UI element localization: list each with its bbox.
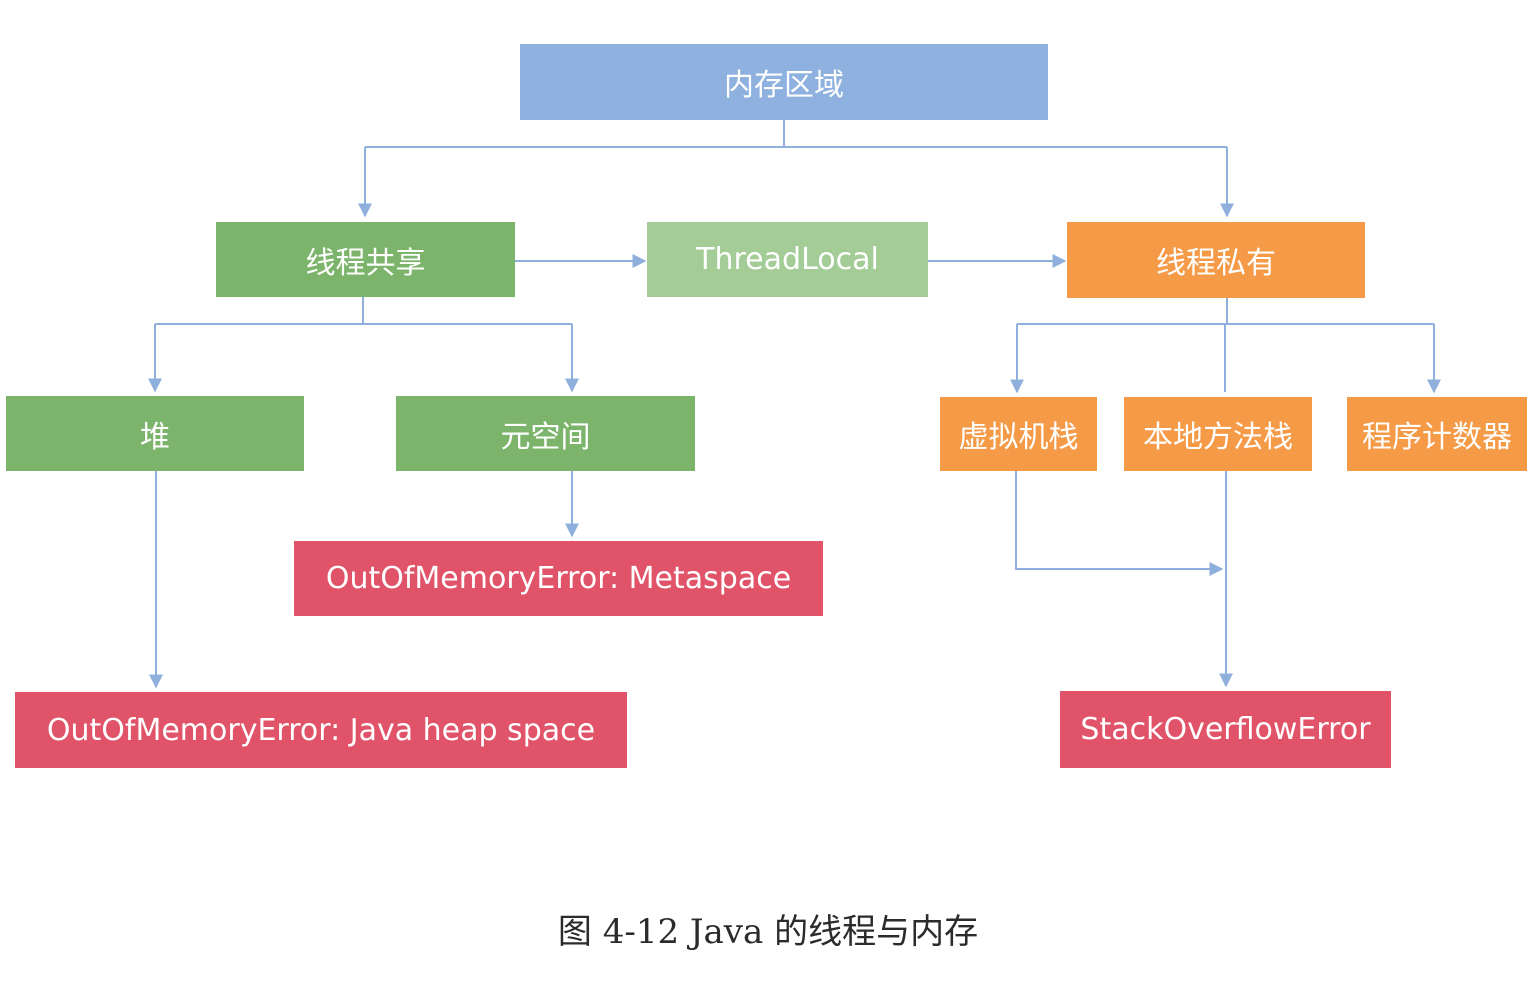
thread-shared-label: 线程共享 (305, 245, 426, 281)
vm-stack-label: 虚拟机栈 (958, 420, 1079, 455)
metaspace-node: 元空间 (396, 396, 695, 471)
oom-heap-label: OutOfMemoryError: Java heap space (46, 712, 596, 748)
memory-region-label: 内存区域 (724, 68, 844, 103)
stack-overflow-label: StackOverflowError (1080, 712, 1371, 747)
native-method-stack-label: 本地方法栈 (1143, 420, 1293, 455)
threadlocal-node: ThreadLocal (647, 222, 928, 297)
program-counter-node: 程序计数器 (1347, 397, 1527, 471)
thread-private-node: 线程私有 (1067, 222, 1365, 298)
figure-caption: 图 4-12 Java 的线程与内存 (557, 912, 979, 952)
oom-metaspace-label: OutOfMemoryError: Metaspace (325, 561, 792, 596)
thread-private-label: 线程私有 (1156, 246, 1276, 281)
program-counter-label: 程序计数器 (1362, 420, 1512, 455)
threadlocal-label: ThreadLocal (696, 242, 879, 277)
metaspace-label: 元空间 (500, 419, 591, 455)
heap-label: 堆 (140, 419, 170, 455)
edge-shared-split (155, 297, 572, 325)
oom-heap-node: OutOfMemoryError: Java heap space (15, 692, 627, 768)
vm-stack-node: 虚拟机栈 (940, 397, 1097, 471)
native-method-stack-node: 本地方法栈 (1124, 397, 1312, 471)
edge-private-split (1017, 298, 1434, 325)
edge-vmstack-to-merge (1015, 471, 1224, 576)
heap-node: 堆 (6, 396, 304, 471)
memory-region-node: 内存区域 (520, 44, 1048, 120)
thread-shared-node: 线程共享 (216, 222, 515, 297)
stack-overflow-node: StackOverflowError (1060, 691, 1391, 768)
oom-metaspace-node: OutOfMemoryError: Metaspace (294, 541, 823, 616)
edge-root-split (365, 120, 1227, 148)
